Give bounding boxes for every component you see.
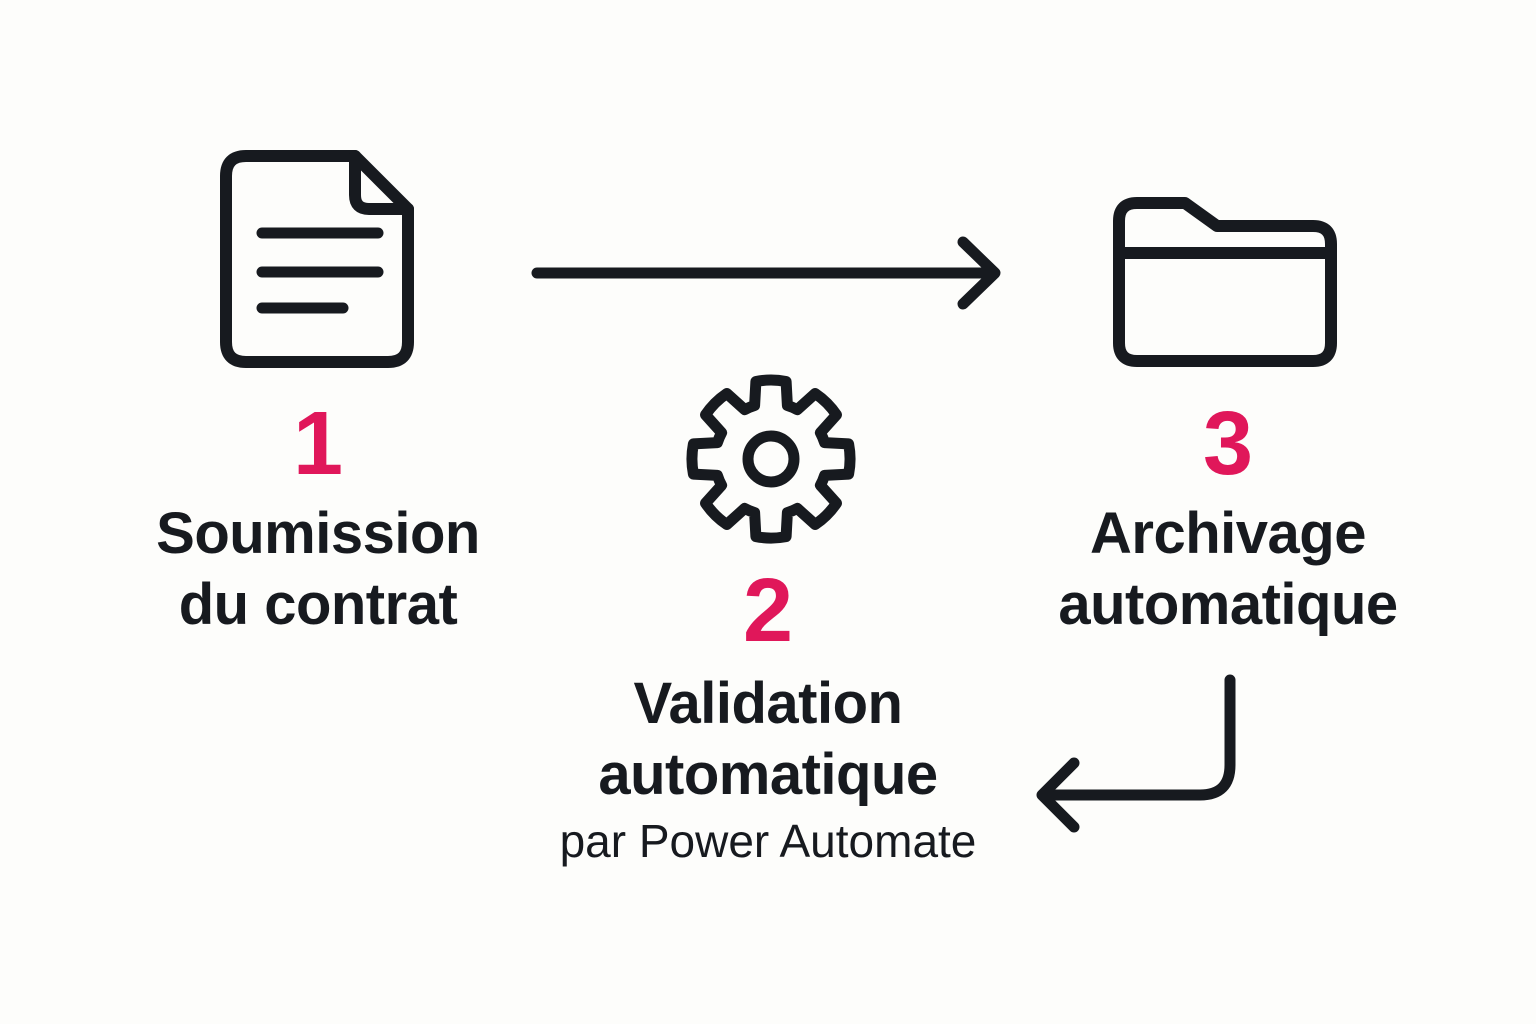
- right-arrow-icon: [531, 236, 1001, 310]
- step-2-label: Validation automatique: [598, 668, 938, 810]
- step-3-label: Archivage automatique: [1058, 498, 1398, 640]
- step-2-label-line-2: automatique: [598, 742, 938, 807]
- step-1-number: 1: [292, 394, 344, 494]
- document-icon: [220, 150, 414, 368]
- step-3-label-line-1: Archivage: [1090, 501, 1366, 566]
- step-2-sublabel: par Power Automate: [559, 815, 977, 867]
- step-1-label-line-1: Soumission: [156, 501, 480, 566]
- step-1-label-line-2: du contrat: [178, 572, 458, 637]
- step-2-label-line-1: Validation: [633, 671, 903, 736]
- step-3-number: 3: [1202, 394, 1254, 494]
- folder-icon: [1113, 197, 1337, 367]
- gear-icon: [686, 374, 856, 544]
- step-1-label: Soumission du contrat: [156, 498, 480, 640]
- return-left-arrow-icon: [1036, 674, 1236, 833]
- step-2-number: 2: [742, 561, 794, 661]
- step-3-label-line-2: automatique: [1058, 572, 1398, 637]
